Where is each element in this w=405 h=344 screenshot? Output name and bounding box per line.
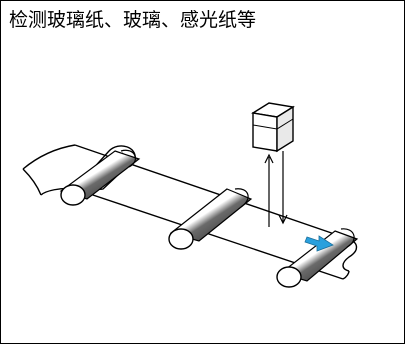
sensor-beams xyxy=(264,151,288,227)
direction-arrow-icon xyxy=(304,235,334,252)
film-left-curl xyxy=(22,168,42,196)
film-left-edge xyxy=(22,144,76,170)
roller-middle xyxy=(168,188,253,250)
film-right-curl xyxy=(342,238,358,272)
diagram-title: 检测玻璃纸、玻璃、感光纸等 xyxy=(9,9,257,31)
roller-left xyxy=(59,149,141,206)
film-near-right xyxy=(342,270,350,280)
roller-right xyxy=(276,228,359,288)
sensor-unit xyxy=(251,102,295,153)
